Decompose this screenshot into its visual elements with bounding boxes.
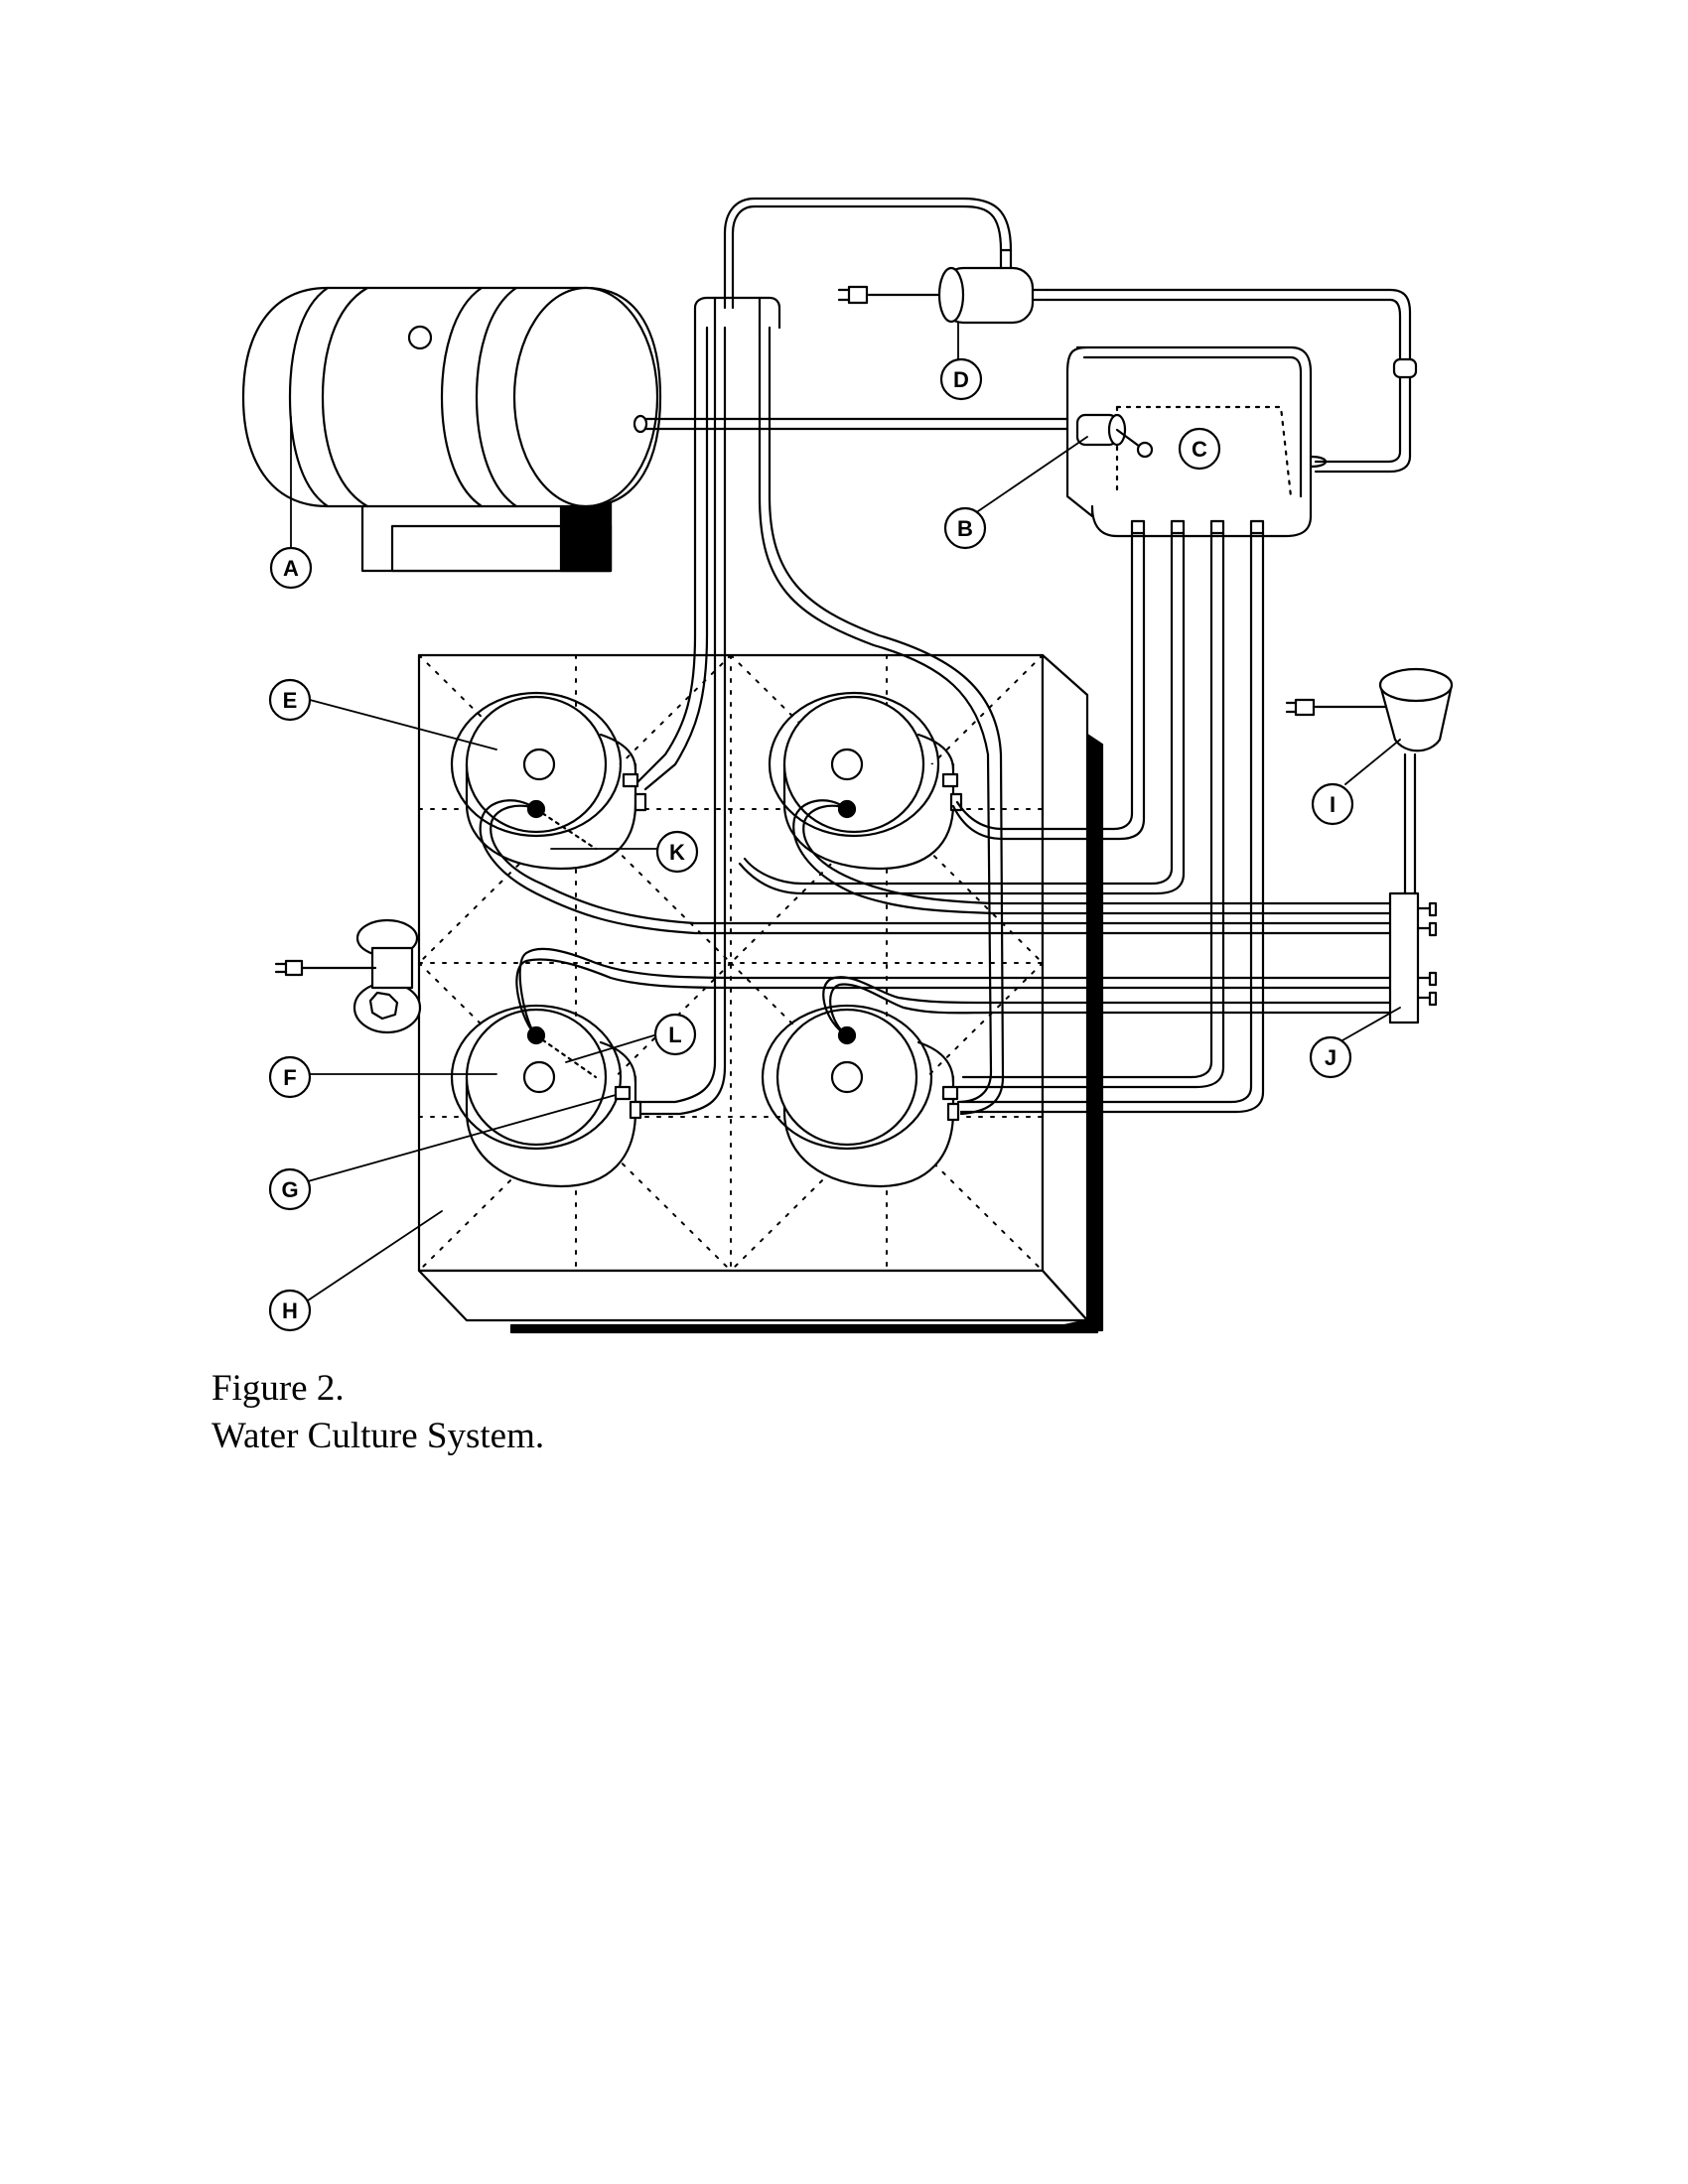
callout-G: G — [270, 1169, 310, 1209]
callout-J-text: J — [1325, 1045, 1336, 1070]
header-manifold — [695, 298, 779, 328]
container-bottom-left — [452, 1006, 635, 1186]
callout-L: L — [655, 1015, 695, 1054]
callout-C: C — [1180, 429, 1219, 469]
callout-F-text: F — [283, 1065, 296, 1090]
leader-lines — [291, 323, 1400, 1300]
side-pump — [276, 920, 420, 1032]
main-feed-pipe — [645, 419, 1077, 429]
callout-C-text: C — [1192, 437, 1207, 462]
callout-K-text: K — [669, 840, 685, 865]
callout-D-text: D — [953, 367, 969, 392]
callout-B: B — [945, 508, 985, 548]
pump-return-line — [1048, 290, 1416, 472]
container-top-right — [770, 693, 953, 869]
aeration-lines — [481, 800, 1390, 1035]
callout-A: A — [271, 548, 311, 588]
air-valve-bank — [1390, 893, 1436, 1023]
callout-F: F — [270, 1057, 310, 1097]
callout-J: J — [1311, 1037, 1350, 1077]
callout-B-text: B — [957, 516, 973, 541]
container-bottom-right — [763, 1006, 953, 1186]
reservoir-tank — [243, 288, 660, 573]
drain-lines — [740, 521, 1263, 1112]
callout-G-text: G — [281, 1177, 298, 1202]
circulation-pump — [839, 250, 1048, 323]
callout-A-text: A — [283, 556, 299, 581]
callout-H-text: H — [282, 1298, 298, 1323]
water-culture-diagram: A B C D E F G H I J K L — [0, 0, 1688, 1334]
figure-number: Figure 2. — [211, 1368, 345, 1409]
callout-D: D — [941, 359, 981, 399]
air-pump — [1287, 669, 1452, 893]
figure-title: Water Culture System. — [211, 1416, 545, 1456]
callout-E: E — [270, 680, 310, 720]
callout-H: H — [270, 1291, 310, 1330]
supply-lines — [635, 328, 1003, 1114]
callout-L-text: L — [668, 1023, 681, 1047]
container-top-left — [452, 693, 635, 869]
callout-I-text: I — [1330, 792, 1336, 817]
pump-inlet-loop — [725, 199, 1011, 308]
callout-I: I — [1313, 784, 1352, 824]
callout-K: K — [657, 832, 697, 872]
callout-E-text: E — [283, 688, 298, 713]
